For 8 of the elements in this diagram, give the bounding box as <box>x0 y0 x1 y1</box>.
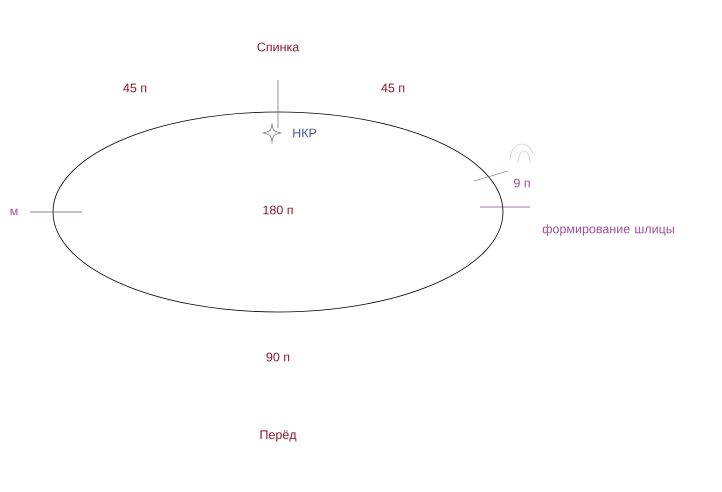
label: формирование шлицы <box>542 224 674 236</box>
label: 45 п <box>123 84 146 92</box>
label: 90 п <box>266 352 290 362</box>
label: Перёд <box>260 430 296 442</box>
label: м <box>10 208 18 216</box>
label: НКР <box>293 128 316 138</box>
label: 45 п <box>381 84 404 92</box>
label: Спинка <box>257 42 300 52</box>
